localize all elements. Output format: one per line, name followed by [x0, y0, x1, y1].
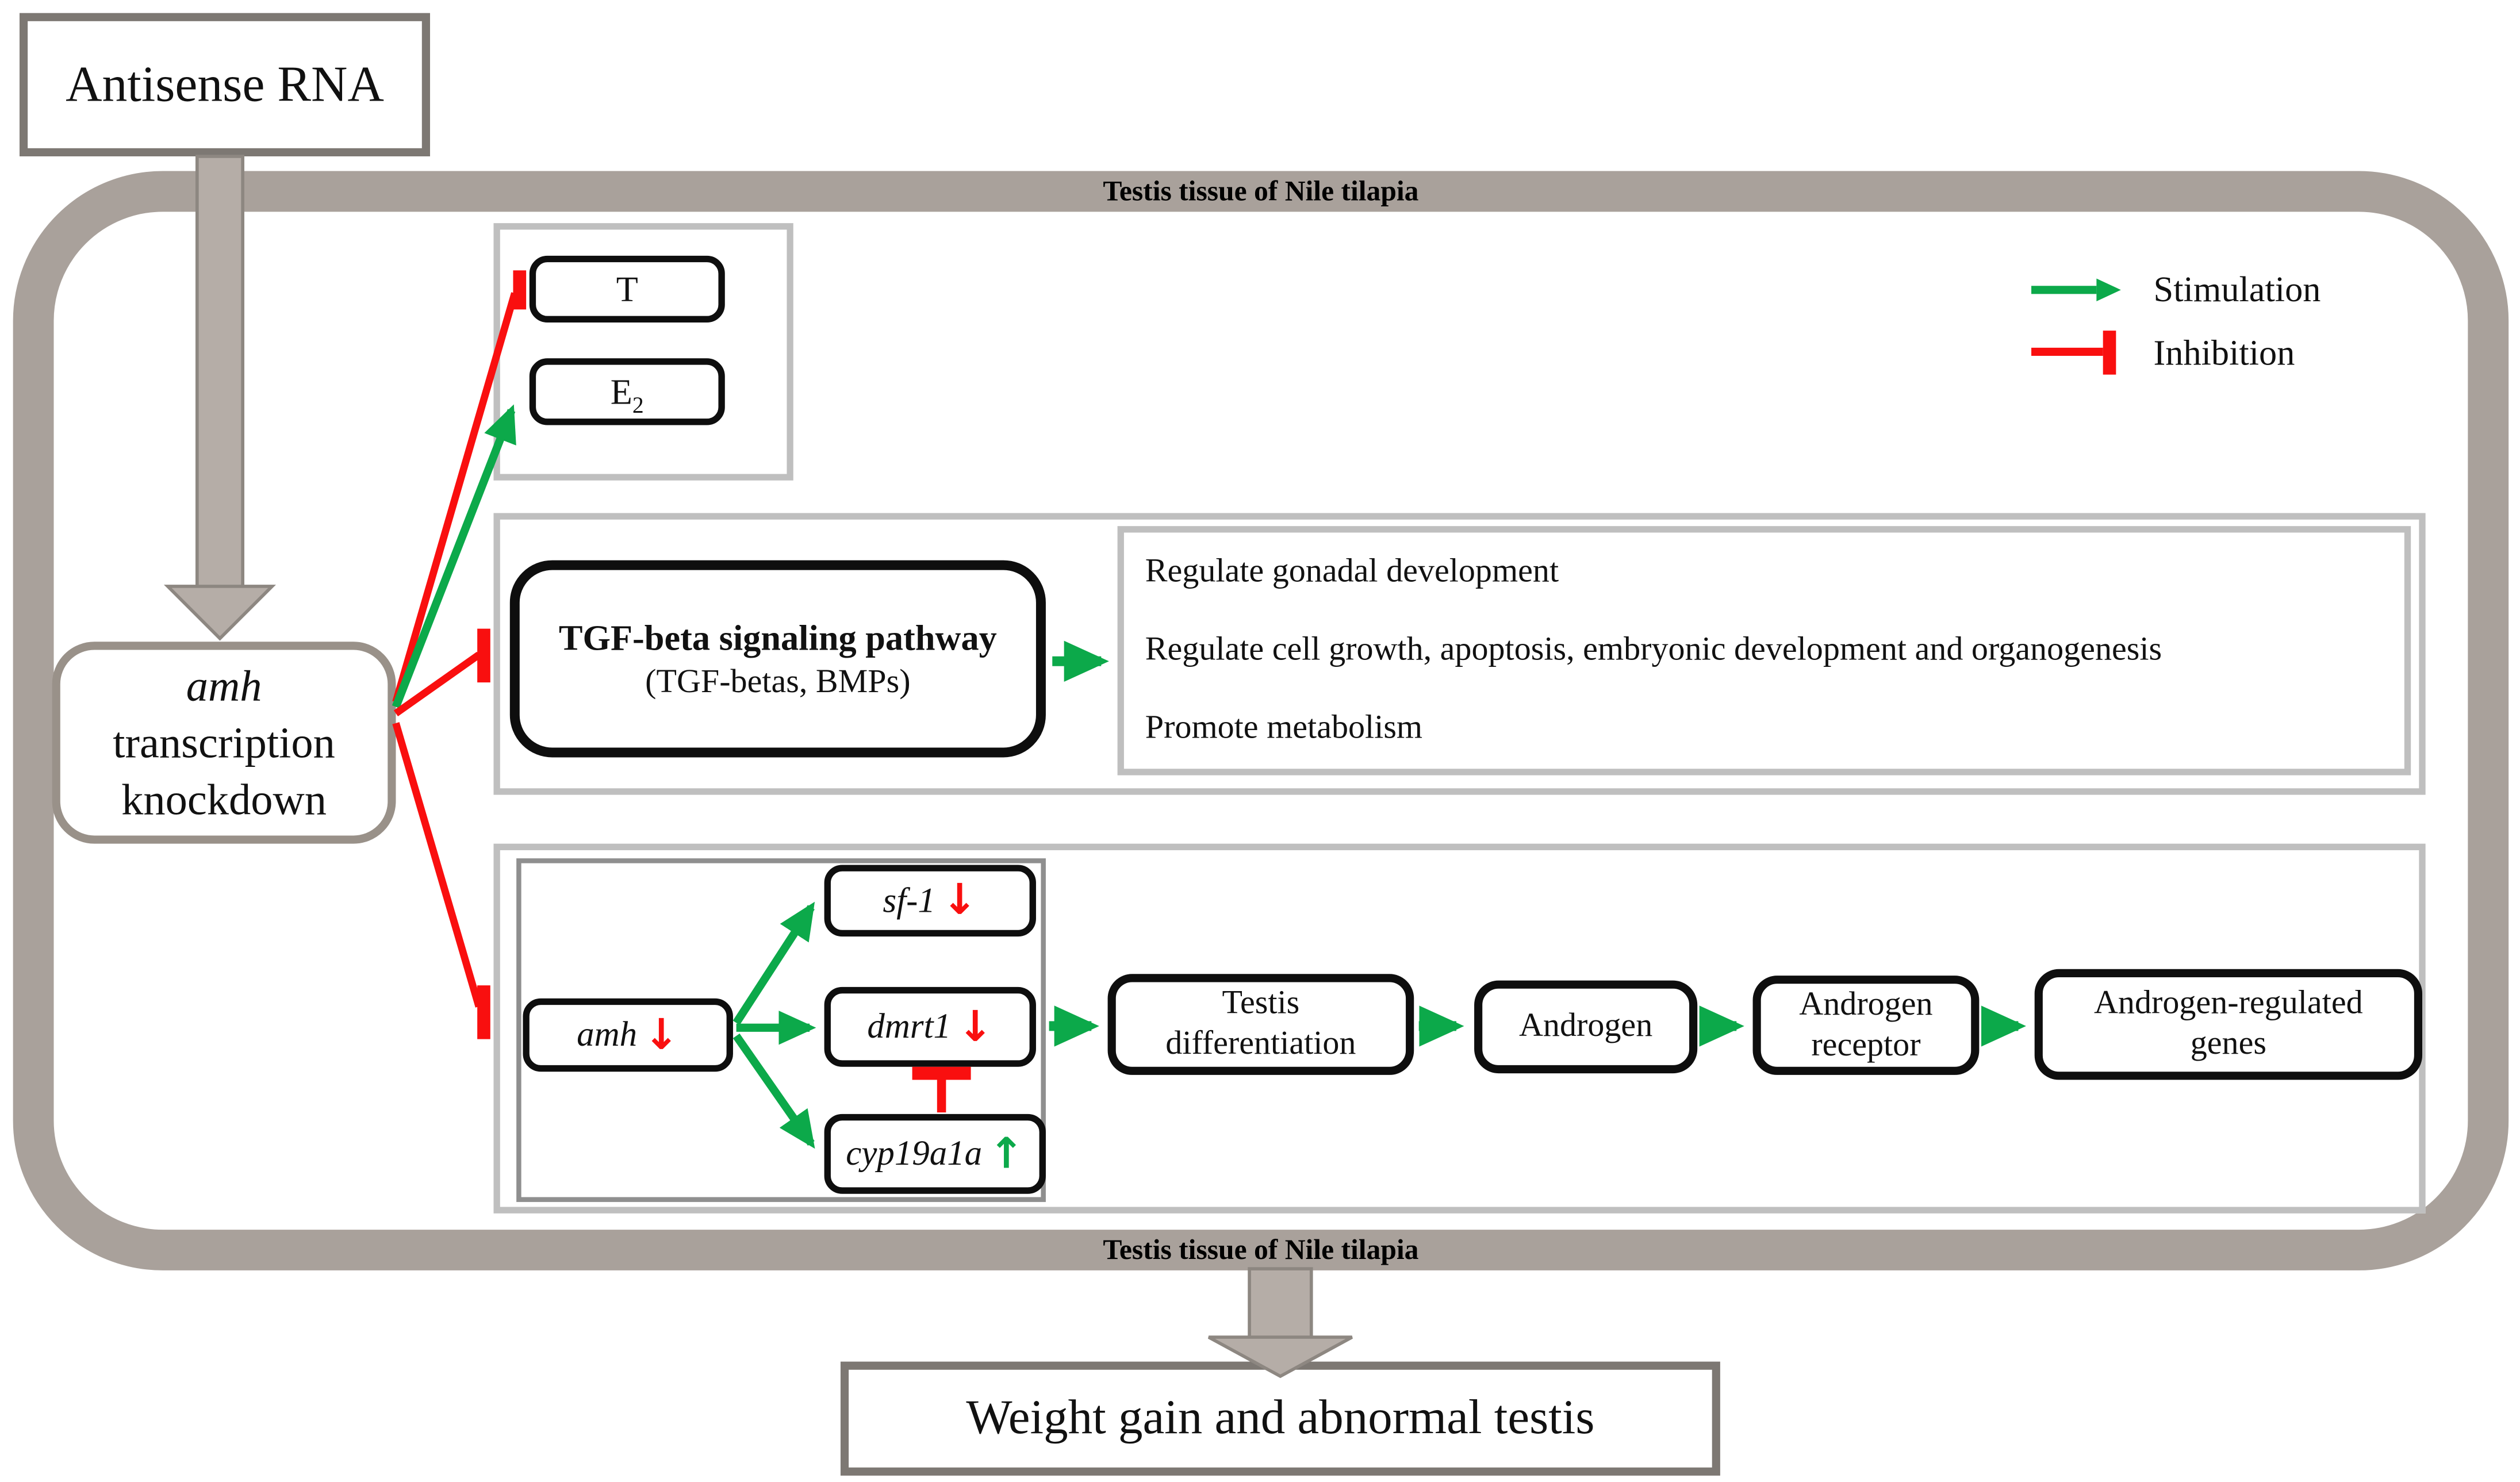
tissue-to-outcome-arrow — [1207, 1267, 1353, 1379]
antisense-rna-label: Antisense RNA — [66, 55, 384, 113]
androgen-box: Androgen — [1474, 980, 1698, 1074]
legend-stimulation-label: Stimulation — [2153, 268, 2321, 309]
cyp19a1a-up-arrow-icon: ↑ — [988, 1129, 1025, 1178]
estradiol-box: E2 — [529, 358, 725, 425]
androgen-regulated-genes-box: Androgen-regulated genes — [2034, 969, 2423, 1080]
tgf-function-2: Regulate cell growth, apoptosis, embryon… — [1145, 632, 2162, 668]
antisense-rna-box: Antisense RNA — [19, 13, 430, 156]
legend: Stimulation Inhibition — [2030, 264, 2320, 378]
sf1-down-arrow-icon: ↓ — [942, 876, 977, 926]
sf1-gene-label: sf-1 — [883, 880, 935, 920]
androgen-receptor-line2: receptor — [1811, 1027, 1921, 1063]
tgf-functions-box: Regulate gonadal development Regulate ce… — [1117, 526, 2411, 775]
knockdown-line3: knockdown — [121, 774, 327, 824]
outcome-label: Weight gain and abnormal testis — [966, 1391, 1595, 1445]
estradiol-label: E2 — [610, 370, 644, 419]
androgen-regulated-genes-line1: Androgen-regulated — [2093, 985, 2363, 1022]
dmrt1-gene-box: dmrt1 ↓ — [824, 986, 1036, 1067]
amh-down-arrow-icon: ↓ — [643, 1011, 680, 1060]
knockdown-line1: amh — [186, 660, 262, 709]
androgen-label: Androgen — [1518, 1008, 1653, 1045]
dmrt1-gene-label: dmrt1 — [867, 1006, 951, 1046]
outcome-box: Weight gain and abnormal testis — [840, 1361, 1720, 1476]
cyp19a1a-gene-label: cyp19a1a — [846, 1133, 983, 1173]
tgf-pathway-title: TGF-beta signaling pathway — [558, 616, 997, 658]
sf1-gene-box: sf-1 ↓ — [824, 865, 1036, 937]
amh-gene-label: amh — [577, 1015, 638, 1054]
tgf-pathway-box: TGF-beta signaling pathway (TGF-betas, B… — [509, 560, 1046, 758]
testis-differentiation-line1: Testis — [1222, 985, 1300, 1022]
legend-inhibition-label: Inhibition — [2153, 331, 2295, 373]
androgen-regulated-genes-line2: genes — [2190, 1026, 2266, 1062]
tgf-function-1: Regulate gonadal development — [1145, 553, 1559, 589]
tgf-function-3: Promote metabolism — [1145, 711, 1423, 747]
tissue-top-label: Testis tissue of Nile tilapia — [1103, 174, 1419, 207]
amh-gene-box: amh ↓ — [523, 998, 733, 1072]
cyp19a1a-gene-box: cyp19a1a ↑ — [824, 1114, 1046, 1194]
amh-knockdown-box: amh transcription knockdown — [52, 642, 396, 844]
stimulation-arrow-icon — [2031, 278, 2121, 301]
tissue-bottom-label: Testis tissue of Nile tilapia — [1103, 1233, 1419, 1266]
androgen-receptor-line1: Androgen — [1799, 986, 1933, 1022]
androgen-receptor-box: Androgen receptor — [1752, 976, 1980, 1075]
testosterone-box: T — [529, 255, 725, 322]
testis-differentiation-box: Testis differentiation — [1107, 974, 1414, 1075]
tgf-pathway-subtitle: (TGF-betas, BMPs) — [645, 663, 911, 700]
testis-differentiation-line2: differentiation — [1165, 1026, 1356, 1062]
legend-inhibition-row: Inhibition — [2030, 327, 2320, 378]
inhibition-bar-icon — [2031, 331, 2116, 375]
legend-stimulation-row: Stimulation — [2030, 264, 2320, 314]
testosterone-label: T — [616, 268, 638, 309]
dmrt1-down-arrow-icon: ↓ — [957, 1002, 994, 1051]
knockdown-line2: transcription — [113, 717, 335, 767]
